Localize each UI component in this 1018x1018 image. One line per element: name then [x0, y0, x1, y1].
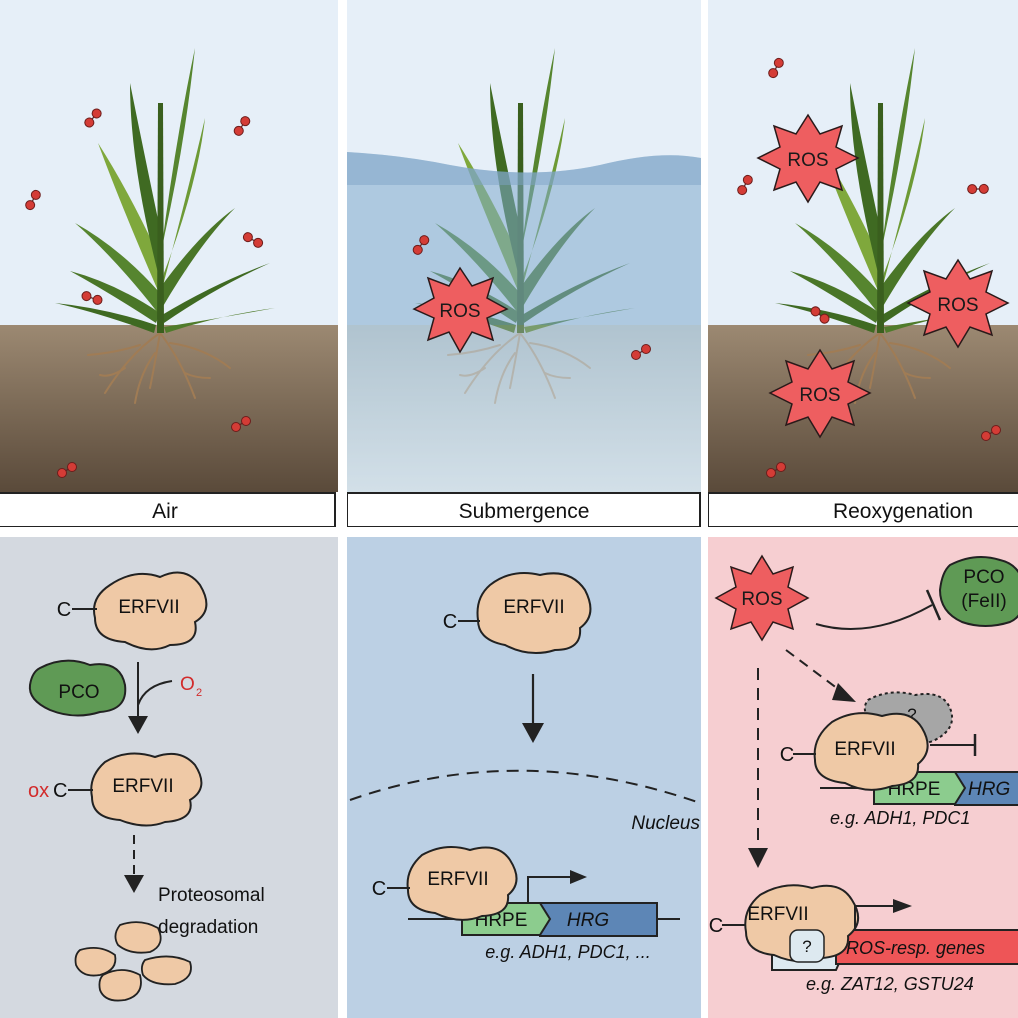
nuclear-envelope: [349, 769, 701, 804]
svg-text:?: ?: [907, 705, 916, 724]
svg-text:(FeII): (FeII): [961, 591, 1006, 612]
svg-text:ERFVII: ERFVII: [747, 904, 808, 925]
svg-text:e.g. ZAT12, GSTU24: e.g. ZAT12, GSTU24: [806, 974, 974, 994]
svg-text:e.g. ADH1, PDC1: e.g. ADH1, PDC1: [830, 808, 970, 828]
transcription-arrow: [527, 876, 572, 903]
svg-text:ROS: ROS: [799, 385, 840, 406]
arrow-head: [124, 875, 144, 893]
erfvii-protein-2: C ERFVII: [709, 884, 859, 963]
svg-text:C: C: [709, 915, 723, 937]
ros-to-unknown-arrow: [785, 649, 843, 693]
svg-text:C: C: [53, 780, 67, 802]
panel-title-submergence: Submergence: [459, 500, 590, 523]
svg-text:ERFVII: ERFVII: [834, 739, 895, 760]
erfvii-bound-protein: C ERFVII: [372, 845, 518, 921]
svg-text:C: C: [780, 744, 794, 766]
soil: [0, 325, 338, 492]
oxygen-input-curve: [137, 680, 173, 706]
panel-divider: [338, 0, 347, 1018]
arrow-head: [893, 899, 912, 913]
svg-text:ROS-resp. genes: ROS-resp. genes: [846, 938, 985, 958]
transcription-arrow: [854, 905, 895, 930]
row-divider: [0, 527, 1018, 537]
inhibition-line: [815, 604, 933, 630]
reoxygenation-scene: [708, 0, 1018, 492]
svg-text:?: ?: [802, 937, 811, 956]
label-bar-air: Air: [0, 492, 336, 528]
svg-text:PCO: PCO: [963, 567, 1004, 588]
submergence-scene: [347, 0, 701, 492]
svg-text:ox: ox: [28, 780, 49, 802]
unknown-factor-2: ?: [789, 929, 825, 963]
panel-divider: [701, 0, 708, 1018]
pco-feii-enzyme: PCO (FeII): [938, 555, 1018, 627]
svg-text:PCO: PCO: [58, 682, 99, 703]
arrow-head: [748, 848, 768, 868]
svg-text:degradation: degradation: [158, 917, 258, 938]
svg-text:ROS: ROS: [741, 589, 782, 610]
svg-text:2: 2: [196, 687, 202, 699]
panel-title-air: Air: [152, 500, 178, 523]
label-bar-reoxygenation: Reoxygenation: [707, 492, 1018, 528]
air-mechanism: C ERFVII PCO O 2 ox C ERFVII Proteosomal…: [28, 571, 265, 1002]
svg-text:Nucleus: Nucleus: [631, 813, 700, 834]
ros-burst-reox-right: ROS: [906, 258, 1010, 349]
svg-text:e.g. ADH1, PDC1, ...: e.g. ADH1, PDC1, ...: [485, 942, 650, 962]
submerged-soil: [347, 325, 701, 492]
svg-text:ROS: ROS: [787, 150, 828, 171]
erfvii-protein-1: C ERFVII: [780, 712, 929, 791]
submergence-mechanism: C ERFVII Nucleus HRPE HRG C ERFVII e.g. …: [349, 572, 701, 962]
pco-enzyme: PCO: [28, 659, 127, 717]
erfvii-protein: C ERFVII: [443, 572, 592, 655]
svg-text:C: C: [57, 599, 71, 621]
air-scene: [0, 0, 338, 492]
svg-text:ERFVII: ERFVII: [112, 776, 173, 797]
svg-text:ERFVII: ERFVII: [427, 869, 488, 890]
arrow-head: [522, 723, 544, 743]
erfvii-protein: C ERFVII: [57, 571, 208, 651]
label-bar-submergence: Submergence: [346, 492, 701, 528]
svg-text:C: C: [443, 611, 457, 633]
reoxygenation-mechanism: ROS PCO (FeII) ? HRPE HRG C ERFVII e.g: [709, 554, 1018, 994]
svg-text:ERFVII: ERFVII: [503, 597, 564, 618]
degraded-fragments: [74, 921, 192, 1002]
svg-text:ROS: ROS: [439, 301, 480, 322]
oxidized-erfvii-protein: ox C ERFVII: [28, 752, 203, 827]
svg-text:C: C: [372, 878, 386, 900]
ros-burst-reox-top: ROS: [756, 113, 860, 204]
ros-burst-submergence: ROS: [412, 266, 509, 354]
svg-text:HRG: HRG: [968, 779, 1010, 800]
arrow-head: [570, 870, 587, 884]
soil: [708, 325, 1018, 492]
arrow-head: [832, 683, 856, 702]
arrow-head: [128, 716, 148, 734]
svg-text:ROS: ROS: [937, 295, 978, 316]
svg-text:O: O: [180, 674, 195, 695]
svg-text:Proteosomal: Proteosomal: [158, 885, 265, 906]
ros-burst-reox-bottom: ROS: [768, 348, 872, 439]
svg-text:HRG: HRG: [567, 910, 609, 931]
panel-title-reoxygenation: Reoxygenation: [833, 500, 973, 523]
water-surface-band: [347, 152, 701, 185]
inhibition-bar: [925, 589, 942, 621]
ros-signal-burst: ROS: [714, 554, 810, 642]
svg-text:ERFVII: ERFVII: [118, 597, 179, 618]
